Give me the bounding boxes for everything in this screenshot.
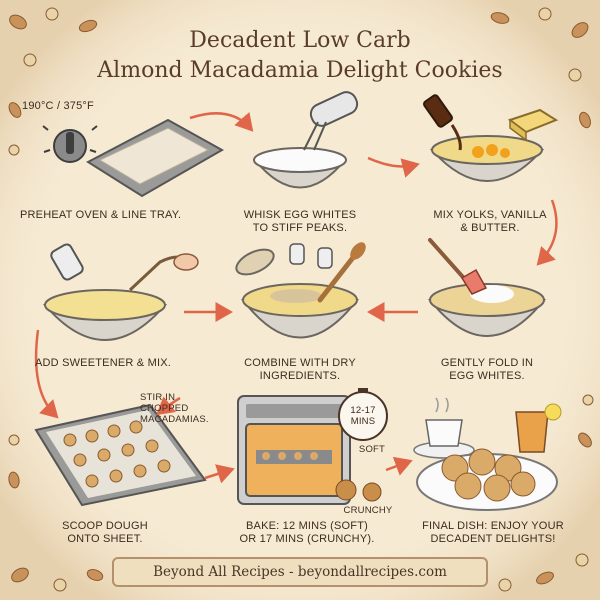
bowl-egg-whites-icon: [252, 147, 348, 189]
plate-of-cookies-icon: [416, 448, 558, 511]
step-2-label: WHISK EGG WHITES TO STIFF PEAKS.: [243, 209, 357, 234]
step-7-label: SCOOP DOUGH ONTO SHEET.: [62, 520, 148, 545]
vanilla-bottle-icon: [423, 94, 462, 151]
crunchy-note: CRUNCHY: [343, 505, 393, 516]
step-5-label: COMBINE WITH DRY INGREDIENTS.: [244, 357, 356, 382]
butter-block-icon: [507, 108, 559, 142]
hand-mixer-icon: [303, 91, 359, 151]
timer-readout: 12-17 MINS: [350, 405, 376, 427]
almond-flour-bowl-icon: [235, 248, 275, 276]
footer-credit: Beyond All Recipes - beyondallrecipes.co…: [112, 557, 488, 587]
oven-icon: [237, 395, 351, 505]
timer-icon: [338, 388, 388, 441]
crunchy-cookies-icon: [335, 479, 382, 502]
oven-knob-icon: [42, 125, 98, 163]
wooden-spoon-icon: [317, 242, 366, 303]
spatula-icon: [428, 238, 488, 295]
title-line-1: Decadent Low Carb: [189, 28, 411, 53]
salt-shaker-icon: [289, 243, 333, 269]
step-1-label: PREHEAT OVEN & LINE TRAY.: [20, 209, 182, 221]
step-3-label: MIX YOLKS, VANILLA & BUTTER.: [433, 209, 547, 234]
step-9-label: FINAL DISH: ENJOY YOUR DECADENT DELIGHTS…: [422, 520, 564, 545]
hand-spoon-icon: [128, 253, 199, 292]
step-8-label: BAKE: 12 MINS (SOFT) OR 17 MINS (CRUNCHY…: [239, 520, 375, 545]
tea-glass-icon: [515, 403, 562, 453]
nut-border-decor: [8, 7, 594, 592]
baking-tray-icon: [85, 118, 225, 198]
soft-note: SOFT: [358, 444, 386, 455]
step-6-label: GENTLY FOLD IN EGG WHITES.: [440, 357, 534, 382]
page-title: Decadent Low Carb Almond Macadamia Delig…: [0, 26, 600, 86]
coffee-cup-icon: [413, 397, 475, 459]
stir-in-macadamias-note: STIR IN CHOPPED MACADAMIAS.: [140, 392, 209, 425]
oven-temperature-label: 190°C / 375°F: [22, 100, 94, 112]
process-arrows: [34, 112, 558, 484]
title-line-2: Almond Macadamia Delight Cookies: [97, 58, 503, 83]
step-4-label: ADD SWEETENER & MIX.: [34, 357, 172, 369]
cookie-sheet-icon: [34, 403, 207, 507]
sweetener-shaker-icon: [50, 243, 84, 281]
bowl-sweetener-icon: [42, 289, 168, 341]
